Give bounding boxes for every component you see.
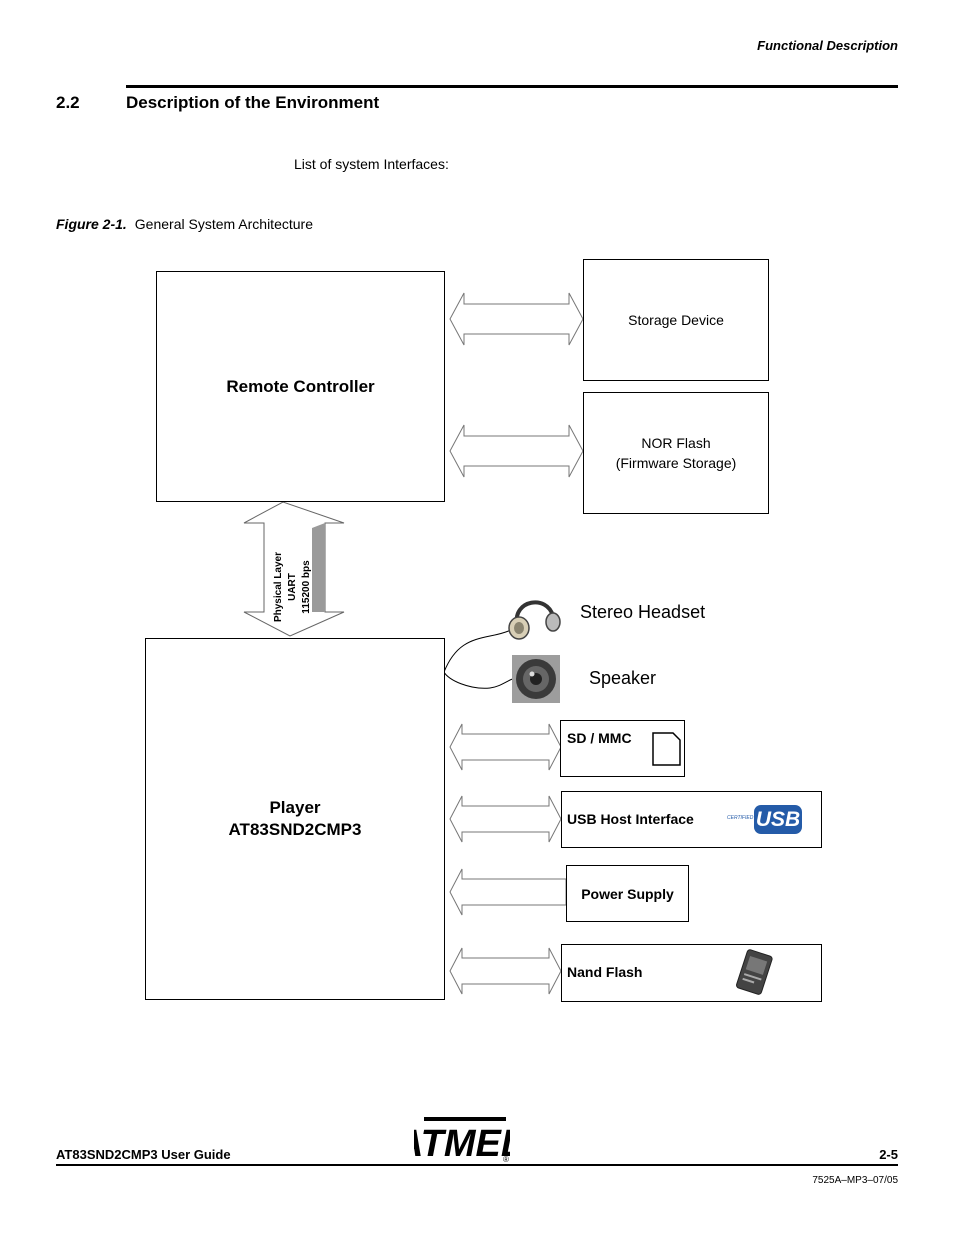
nand-flash-label: Nand Flash bbox=[567, 964, 643, 980]
player-box: Player AT83SND2CMP3 bbox=[145, 638, 445, 1000]
running-header: Functional Description bbox=[757, 38, 898, 53]
nor-flash-sublabel: (Firmware Storage) bbox=[615, 455, 737, 471]
usb-host-label: USB Host Interface bbox=[567, 811, 694, 827]
headset-icon bbox=[508, 600, 561, 640]
nand-flash-box: Nand Flash bbox=[561, 944, 822, 1002]
nor-flash-box: NOR Flash (Firmware Storage) bbox=[583, 392, 769, 514]
link-line-1: Physical Layer bbox=[273, 551, 284, 623]
atmel-logo-icon: ATMEL bbox=[414, 1117, 510, 1165]
arrow-rc-nor bbox=[449, 424, 584, 478]
uart-link-label: Physical Layer UART 115200 bps bbox=[272, 537, 314, 637]
usb-logo-small: CERTIFIED bbox=[727, 815, 754, 821]
page-number: 2-5 bbox=[879, 1147, 898, 1162]
figure-label: Figure 2-1. bbox=[56, 216, 127, 232]
usb-logo-icon: CERTIFIED USB bbox=[727, 805, 803, 835]
link-line-3: 115200 bps bbox=[301, 560, 312, 614]
sd-mmc-box: SD / MMC bbox=[560, 720, 685, 777]
player-chip-label: AT83SND2CMP3 bbox=[228, 820, 362, 839]
atmel-logo-text: ATMEL bbox=[414, 1123, 510, 1165]
header-rule bbox=[126, 85, 898, 88]
speaker-icon bbox=[512, 655, 560, 703]
footer-rule bbox=[56, 1164, 898, 1166]
arrow-player-usb bbox=[449, 795, 562, 843]
storage-device-box: Storage Device bbox=[583, 259, 769, 381]
nor-flash-label: NOR Flash bbox=[641, 435, 711, 451]
power-supply-box: Power Supply bbox=[566, 865, 689, 922]
arrow-player-sd bbox=[449, 723, 562, 771]
usb-logo-text: USB bbox=[754, 805, 802, 834]
remote-controller-box: Remote Controller bbox=[156, 271, 445, 502]
speaker-label: Speaker bbox=[589, 668, 657, 688]
link-line-2: UART bbox=[287, 573, 298, 601]
remote-controller-label: Remote Controller bbox=[226, 376, 375, 396]
sd-card-icon bbox=[652, 732, 681, 766]
arrow-player-nand bbox=[449, 947, 562, 995]
footer-guide-title: AT83SND2CMP3 User Guide bbox=[56, 1147, 231, 1162]
arrow-power-player bbox=[449, 868, 567, 916]
figure-caption: Figure 2-1. General System Architecture bbox=[56, 216, 313, 232]
storage-device-label: Storage Device bbox=[628, 312, 724, 328]
power-supply-label: Power Supply bbox=[581, 885, 674, 902]
sd-mmc-label: SD / MMC bbox=[567, 730, 632, 746]
figure-title: General System Architecture bbox=[134, 216, 313, 232]
player-label: Player bbox=[269, 798, 321, 817]
registered-mark: ® bbox=[503, 1155, 509, 1164]
section-number: 2.2 bbox=[56, 93, 80, 112]
arrow-rc-storage bbox=[449, 292, 584, 346]
intro-text: List of system Interfaces: bbox=[294, 156, 449, 172]
doc-code: 7525A–MP3–07/05 bbox=[812, 1175, 898, 1186]
section-title: Description of the Environment bbox=[126, 93, 380, 112]
stereo-headset-label: Stereo Headset bbox=[580, 602, 706, 622]
nand-chip-icon bbox=[736, 949, 773, 995]
usb-host-box: USB Host Interface CERTIFIED USB bbox=[561, 791, 822, 848]
